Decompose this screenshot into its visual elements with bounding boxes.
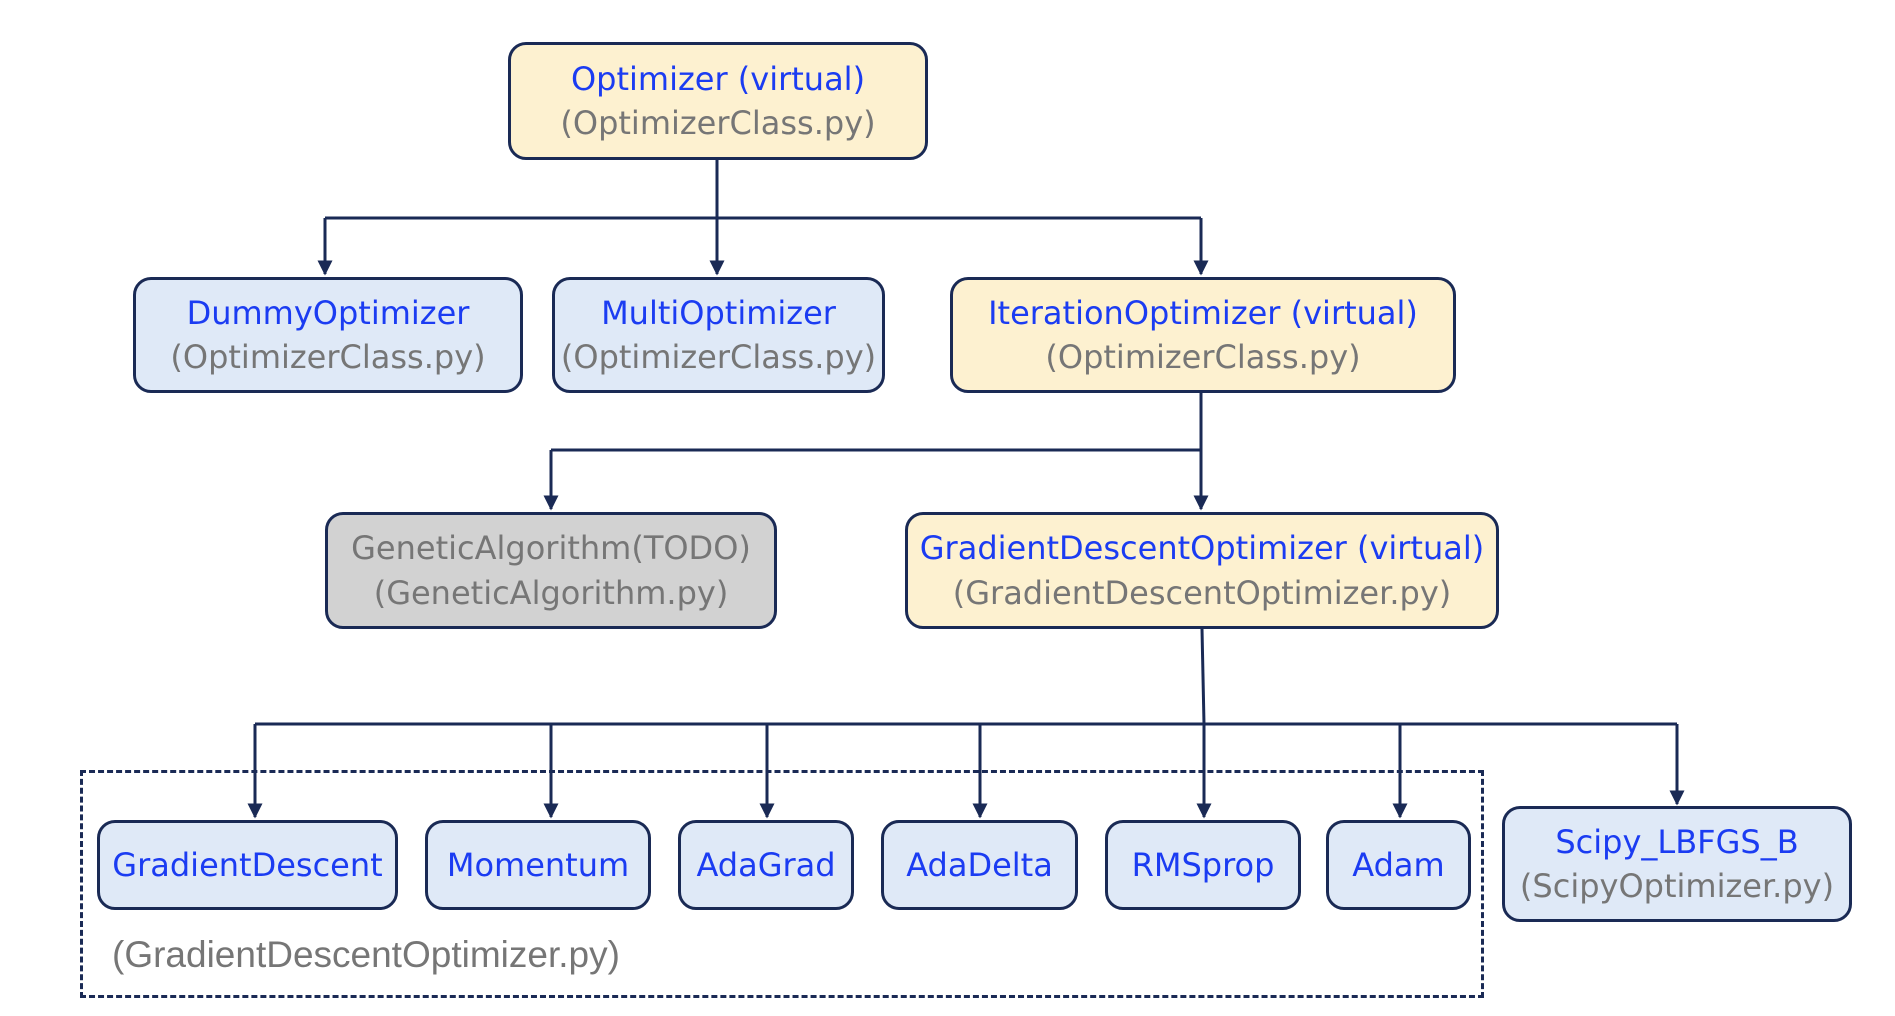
node-file: (GradientDescentOptimizer.py) <box>952 573 1452 612</box>
node-title: Momentum <box>446 845 630 884</box>
node-gradient-descent-optimizer: GradientDescentOptimizer (virtual) (Grad… <box>905 512 1499 629</box>
node-title: IterationOptimizer (virtual) <box>988 293 1418 332</box>
node-file: (OptimizerClass.py) <box>170 338 486 376</box>
node-title: AdaDelta <box>906 845 1053 884</box>
node-title: GeneticAlgorithm(TODO) <box>351 529 751 568</box>
node-file: (OptimizerClass.py) <box>1045 338 1361 376</box>
node-genetic-algorithm: GeneticAlgorithm(TODO) (GeneticAlgorithm… <box>325 512 777 629</box>
node-title: AdaGrad <box>696 845 836 884</box>
node-adam: Adam <box>1326 820 1471 910</box>
node-title: GradientDescentOptimizer (virtual) <box>919 529 1485 568</box>
node-rmsprop: RMSprop <box>1105 820 1301 910</box>
node-dummy-optimizer: DummyOptimizer (OptimizerClass.py) <box>133 277 523 393</box>
node-iteration-optimizer: IterationOptimizer (virtual) (OptimizerC… <box>950 277 1456 393</box>
gradient-descent-group-box <box>80 770 1484 998</box>
node-adagrad: AdaGrad <box>678 820 854 910</box>
node-adadelta: AdaDelta <box>881 820 1078 910</box>
gradient-descent-group-label: (GradientDescentOptimizer.py) <box>112 934 620 975</box>
node-title: Scipy_LBFGS_B <box>1555 822 1799 861</box>
node-file: (OptimizerClass.py) <box>560 338 877 376</box>
node-file: (GeneticAlgorithm.py) <box>373 573 729 612</box>
node-gradient-descent: GradientDescent <box>97 820 398 910</box>
node-scipy-lbfgs-b: Scipy_LBFGS_B (ScipyOptimizer.py) <box>1502 806 1852 922</box>
node-momentum: Momentum <box>425 820 651 910</box>
node-optimizer: Optimizer (virtual) (OptimizerClass.py) <box>508 42 928 160</box>
node-multi-optimizer: MultiOptimizer (OptimizerClass.py) <box>552 277 885 393</box>
node-file: (ScipyOptimizer.py) <box>1519 867 1835 905</box>
node-title: RMSprop <box>1131 845 1275 884</box>
node-file: (OptimizerClass.py) <box>560 104 876 142</box>
node-title: DummyOptimizer <box>186 293 470 332</box>
node-title: Optimizer (virtual) <box>570 59 866 98</box>
node-title: Adam <box>1352 845 1445 884</box>
node-title: GradientDescent <box>112 845 383 884</box>
edge-gdo-trunk <box>1200 628 1206 725</box>
node-title: MultiOptimizer <box>601 293 836 332</box>
